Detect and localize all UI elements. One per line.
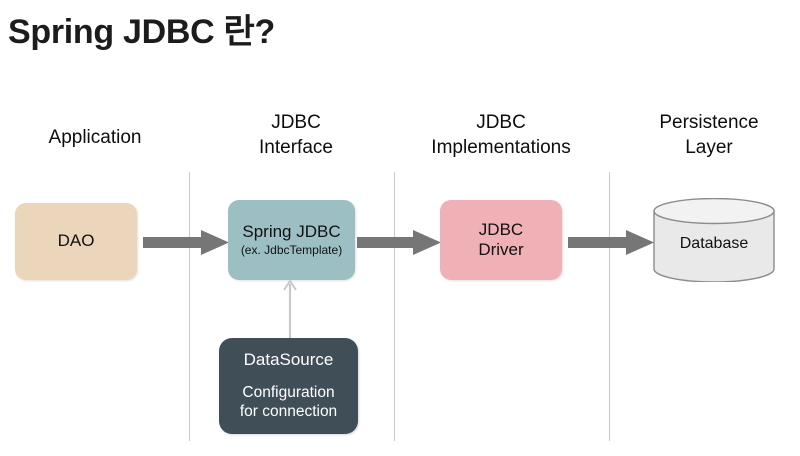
column-header-persistence-layer-line1: Persistence xyxy=(659,112,759,133)
column-header-application-line1: Application xyxy=(48,127,142,148)
arrow-dao-to-spring-jdbc xyxy=(143,230,229,255)
column-header-jdbc-implementations: JDBC Implementations xyxy=(406,110,596,160)
column-header-jdbc-interface-line1: JDBC xyxy=(271,112,321,133)
node-dao[interactable]: DAO xyxy=(15,203,137,280)
node-spring-jdbc-label: Spring JDBC xyxy=(242,222,341,242)
node-spring-jdbc[interactable]: Spring JDBC (ex. JdbcTemplate) xyxy=(228,200,355,280)
node-database[interactable]: Database xyxy=(653,198,775,282)
node-datasource-title: DataSource xyxy=(243,349,334,369)
node-jdbc-driver-line1: JDBC xyxy=(478,219,524,239)
column-divider-2 xyxy=(394,172,395,441)
database-cylinder-icon xyxy=(653,198,775,282)
node-database-label: Database xyxy=(679,235,749,252)
column-header-application: Application xyxy=(0,125,190,150)
column-divider-1 xyxy=(189,172,190,441)
column-header-jdbc-interface-line2: Interface xyxy=(259,137,333,159)
connector-datasource-to-spring-jdbc xyxy=(279,278,301,340)
arrow-jdbc-driver-to-database xyxy=(568,230,654,255)
column-header-jdbc-implementations-line2: Implementations xyxy=(431,137,571,159)
column-header-jdbc-interface: JDBC Interface xyxy=(201,110,391,160)
node-datasource[interactable]: DataSource Configuration for connection xyxy=(219,338,358,434)
node-datasource-body-line1: Configuration xyxy=(242,384,335,402)
column-divider-3 xyxy=(609,172,610,441)
page-title: Spring JDBC 란? xyxy=(8,13,275,51)
arrow-spring-jdbc-to-jdbc-driver xyxy=(357,230,441,255)
node-spring-jdbc-sublabel: (ex. JdbcTemplate) xyxy=(240,243,343,258)
node-datasource-body-line2: for connection xyxy=(239,403,338,421)
node-dao-label: DAO xyxy=(57,231,95,251)
node-jdbc-driver[interactable]: JDBC Driver xyxy=(440,200,562,280)
node-jdbc-driver-line2: Driver xyxy=(478,240,524,259)
column-header-persistence-layer: Persistence Layer xyxy=(619,110,799,160)
column-header-jdbc-implementations-line1: JDBC xyxy=(476,112,526,133)
column-header-persistence-layer-line2: Layer xyxy=(685,137,733,159)
